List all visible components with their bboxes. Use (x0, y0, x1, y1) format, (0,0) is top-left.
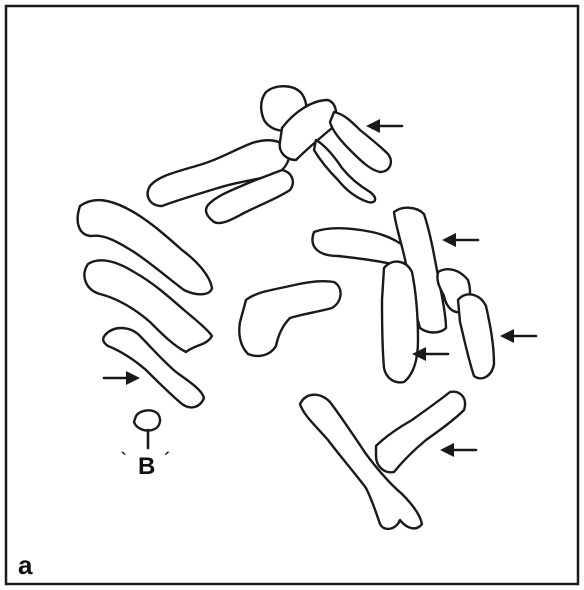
b-label-left-mark: ` (120, 448, 127, 473)
chromosome-right-vertical-b (382, 262, 418, 383)
b-label-right-mark: ´ (164, 448, 171, 473)
b-chromosome-label: B (138, 453, 155, 480)
b-chromosome (134, 410, 160, 430)
panel-label: a (18, 550, 33, 580)
